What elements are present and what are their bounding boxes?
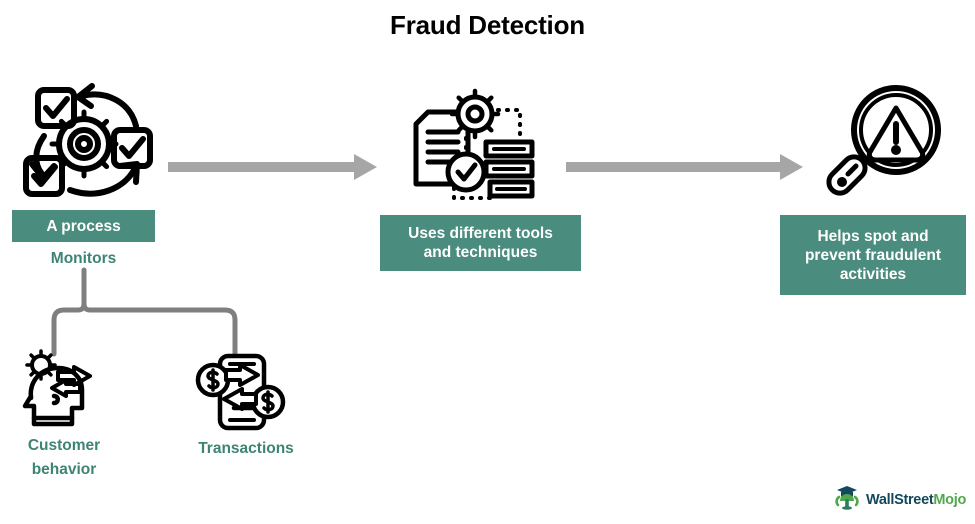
- arrow-stage2-stage3: [566, 152, 809, 182]
- branch-customer-behavior-label-line2: behavior: [31, 461, 97, 478]
- logo-text-primary: WallStreet: [866, 491, 934, 508]
- wallstreetmojo-logo[interactable]: WallStreetMojo: [833, 483, 968, 513]
- stage-3-label-line2: prevent fraudulent: [804, 246, 942, 264]
- stage-3-label-line1: Helps spot and: [817, 227, 929, 245]
- stage-3-label-line3: activities: [839, 265, 907, 283]
- arrow-stage1-stage2: [168, 152, 383, 182]
- logo-text-accent: Mojo: [933, 491, 966, 508]
- stage-2-label-line1: Uses different tools: [408, 225, 553, 242]
- stage-3-label-text: Helps spot and prevent fraudulent activi…: [805, 227, 941, 284]
- process-cycle-gear-checkbox-icon: [18, 78, 158, 208]
- branch-bracket-connector: [30, 267, 260, 360]
- wallstreetmojo-mascot-icon: [833, 483, 861, 516]
- branch-transactions-label: Transactions: [170, 437, 322, 461]
- stage-2-label-text: Uses different tools and techniques: [408, 224, 553, 262]
- branch-customer-behavior-label: Customer behavior: [0, 434, 128, 482]
- document-gear-check-database-icon: [402, 88, 544, 204]
- head-profile-gear-arrows-icon: [14, 348, 114, 430]
- connector-label-monitors: Monitors: [50, 250, 117, 267]
- branch-transactions-label-line1: Transactions: [198, 440, 294, 457]
- branch-customer-behavior-label-line1: Customer: [27, 437, 101, 454]
- page-title: Fraud Detection: [390, 10, 585, 40]
- stage-1-label-box: A process: [12, 210, 155, 242]
- stage-2-label-box: Uses different tools and techniques: [380, 215, 581, 271]
- magnifier-warning-triangle-icon: [824, 84, 946, 204]
- stage-1-label-text: A process: [46, 217, 121, 235]
- stage-2-label-line2: and techniques: [423, 244, 538, 261]
- logo-text: WallStreetMojo: [866, 492, 966, 508]
- stage-3-label-box: Helps spot and prevent fraudulent activi…: [780, 215, 966, 295]
- money-exchange-dollar-icon: [195, 352, 288, 432]
